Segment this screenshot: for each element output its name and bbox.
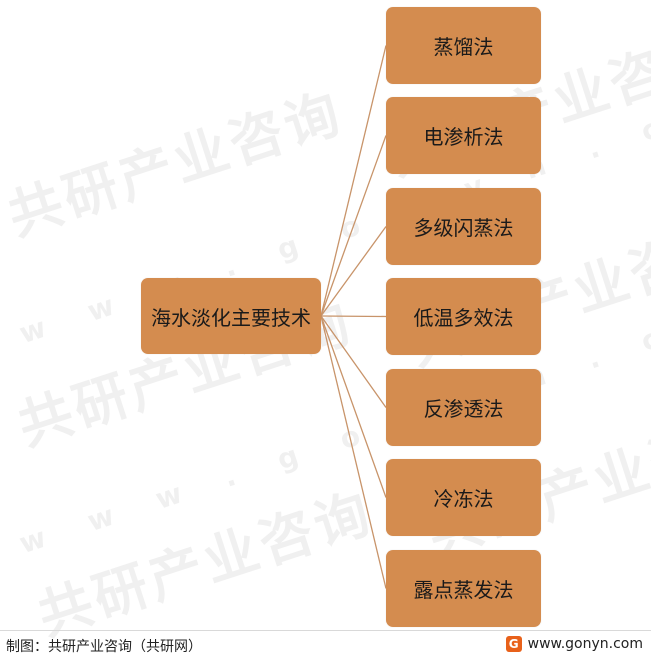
connector-line	[320, 315, 387, 498]
footer-site-url: www.gonyn.com	[527, 636, 643, 652]
leaf-node-label: 露点蒸发法	[413, 578, 514, 602]
connector-line	[320, 135, 387, 317]
leaf-node-label: 蒸馏法	[433, 35, 494, 59]
footer-source: 制图：共研产业咨询（共研网）	[6, 639, 202, 655]
leaf-node: 多级闪蒸法	[386, 188, 541, 265]
root-node: 海水淡化主要技术	[141, 278, 321, 354]
leaf-node: 反渗透法	[386, 369, 541, 446]
leaf-node-label: 冷冻法	[433, 487, 494, 511]
connector-line	[320, 315, 387, 318]
footer-divider	[0, 630, 651, 631]
connector-line	[320, 226, 387, 317]
connector-line	[320, 45, 387, 317]
leaf-node: 蒸馏法	[386, 7, 541, 84]
connector-line	[320, 315, 387, 408]
leaf-node: 露点蒸发法	[386, 550, 541, 627]
leaf-node: 电渗析法	[386, 97, 541, 174]
gonyn-logo-icon: G	[505, 636, 522, 652]
leaf-node: 低温多效法	[386, 278, 541, 355]
leaf-node-label: 低温多效法	[413, 306, 514, 330]
leaf-node-label: 多级闪蒸法	[413, 216, 514, 240]
root-node-label: 海水淡化主要技术	[151, 305, 311, 330]
connector-line	[320, 315, 387, 589]
leaf-node-label: 电渗析法	[423, 125, 504, 149]
leaf-node-label: 反渗透法	[423, 397, 504, 421]
footer-site: G www.gonyn.com	[505, 636, 643, 652]
leaf-node: 冷冻法	[386, 459, 541, 536]
